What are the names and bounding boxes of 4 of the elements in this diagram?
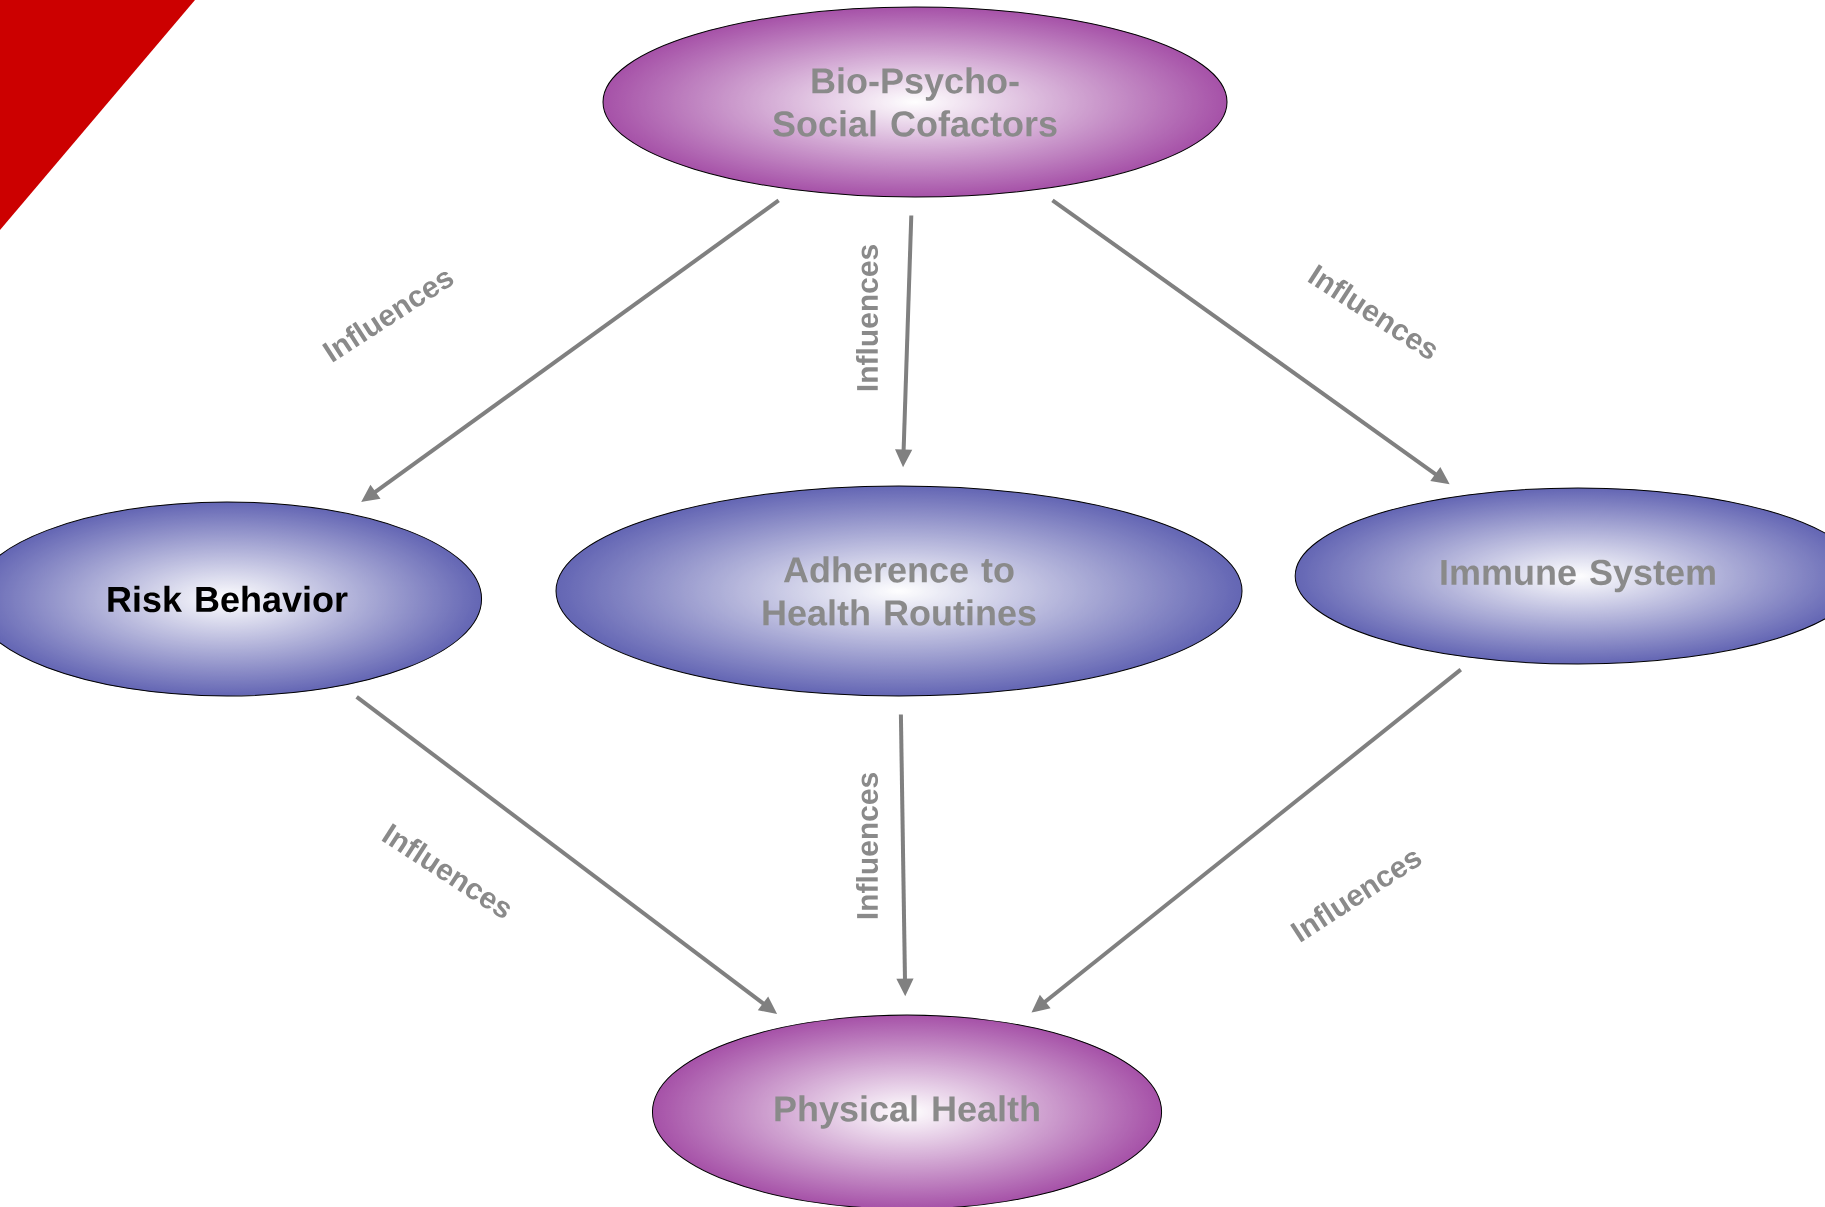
edge-label: Influences xyxy=(856,773,879,919)
edge-label: Influences xyxy=(856,245,879,391)
ellipse-node: Adherence to Health Routines xyxy=(555,485,1243,697)
ellipse-node: Bio-Psycho-Social Cofactors xyxy=(602,6,1228,198)
